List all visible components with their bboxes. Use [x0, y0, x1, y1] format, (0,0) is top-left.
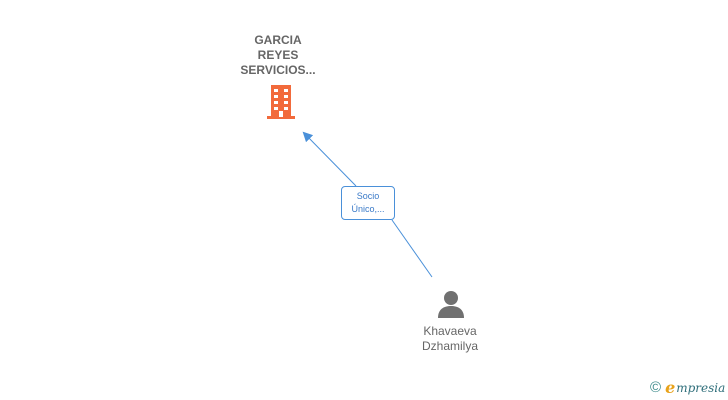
person-icon[interactable] [436, 289, 466, 319]
edge-label-line-1: Socio [356, 191, 380, 201]
edge-line-upper [302, 131, 357, 187]
company-node-label[interactable]: GARCIA REYES SERVICIOS... [218, 33, 338, 78]
edge-label-line-2: Único,... [351, 204, 385, 214]
company-name-line-3: SERVICIOS... [240, 63, 316, 77]
brand-logo-text: mpresia [676, 381, 726, 395]
empresia-watermark: © e mpresia [650, 378, 725, 398]
edge-line-lower [391, 219, 433, 278]
company-name-line-2: REYES [257, 48, 299, 62]
person-name-line-2: Dzhamilya [421, 339, 478, 353]
person-name-line-1: Khavaeva [423, 324, 477, 338]
edge-relationship-label[interactable]: Socio Único,... [341, 186, 395, 220]
copyright-icon: © [650, 379, 662, 396]
company-name-line-1: GARCIA [254, 33, 302, 47]
building-icon[interactable] [264, 84, 298, 120]
person-node-label[interactable]: Khavaeva Dzhamilya [390, 324, 510, 354]
brand-logo-initial: e [665, 378, 676, 397]
